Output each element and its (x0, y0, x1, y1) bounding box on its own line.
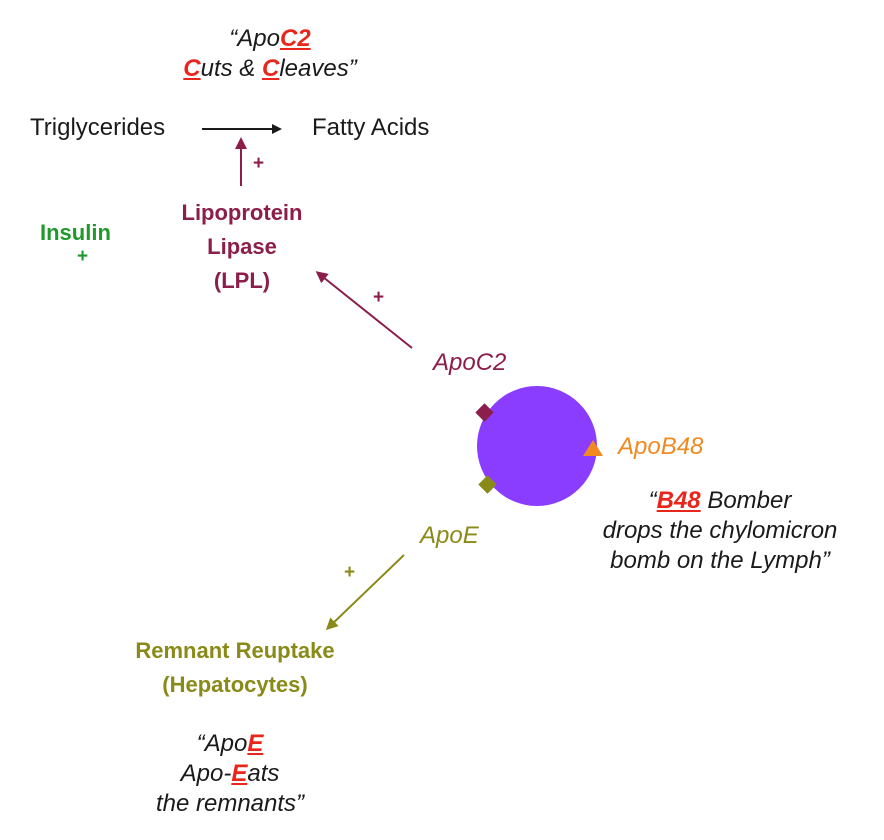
lpl-label: Lipoprotein Lipase (LPL) (150, 196, 334, 298)
apoe-to-remnant-arrow (325, 554, 405, 631)
mnemonic-highlight: C (261, 55, 280, 82)
mnemonic-text: Bomber (700, 487, 792, 514)
apoe-mnemonic-line3: the remnants” (155, 790, 305, 817)
triglycerides-label: Triglycerides (30, 114, 166, 141)
mnemonic-highlight: C (183, 55, 201, 82)
apoc2-marker (475, 403, 494, 422)
apoe-mnemonic: “ApoE Apo-Eats the remnants” (120, 729, 340, 819)
lpl-activation-plus: + (253, 153, 265, 174)
apoc2-mnemonic: “ApoC2 Cuts & Cleaves” (150, 24, 390, 84)
remnant-line1: Remnant Reuptake (135, 638, 335, 663)
mnemonic-text: “Apo (229, 25, 280, 52)
insulin-plus: + (77, 246, 89, 267)
mnemonic-text: Apo- (180, 760, 232, 787)
apoc2-activation-plus: + (373, 287, 385, 308)
mnemonic-text: “ (648, 487, 657, 514)
lpl-line3: (LPL) (213, 268, 271, 293)
apoe-mnemonic-line2: Apo-Eats (120, 759, 340, 789)
apoe-label: ApoE (420, 522, 479, 549)
apob48-mnemonic: “B48 Bomber drops the chylomicron bomb o… (580, 486, 860, 576)
apoc2-mnemonic-line2: Cuts & Cleaves” (150, 54, 390, 84)
lpl-line2: Lipase (207, 234, 277, 259)
mnemonic-text: uts & (200, 55, 262, 82)
mnemonic-text: leaves” (279, 55, 357, 82)
remnant-line2: (Hepatocytes) (162, 672, 308, 697)
mnemonic-highlight: E (231, 760, 248, 787)
remnant-reuptake-label: Remnant Reuptake (Hepatocytes) (90, 634, 380, 702)
apob48-mnemonic-line1: “B48 Bomber (580, 486, 860, 516)
mnemonic-highlight: E (247, 730, 264, 757)
apoc2-mnemonic-line1: “ApoC2 (150, 24, 390, 54)
apob48-mnemonic-line3: bomb on the Lymph” (610, 547, 830, 574)
insulin-label: Insulin (40, 220, 111, 245)
mnemonic-text: “Apo (196, 730, 248, 757)
lpl-line1: Lipoprotein (181, 200, 303, 225)
apoe-activation-plus: + (344, 562, 356, 583)
fatty-acids-label: Fatty Acids (312, 114, 430, 141)
apob48-mnemonic-line2: drops the chylomicron (602, 517, 838, 544)
apoc2-label: ApoC2 (433, 349, 507, 376)
mnemonic-highlight: C2 (280, 25, 311, 52)
apob48-label: ApoB48 (618, 433, 704, 460)
chylomicron-particle (477, 386, 597, 506)
apob48-marker (583, 440, 603, 456)
apoe-mnemonic-line1: “ApoE (120, 729, 340, 759)
apoe-marker (478, 475, 497, 494)
mnemonic-highlight: B48 (656, 487, 701, 514)
apoc2-to-lpl-arrow (315, 271, 413, 349)
mnemonic-text: ats (247, 760, 280, 787)
